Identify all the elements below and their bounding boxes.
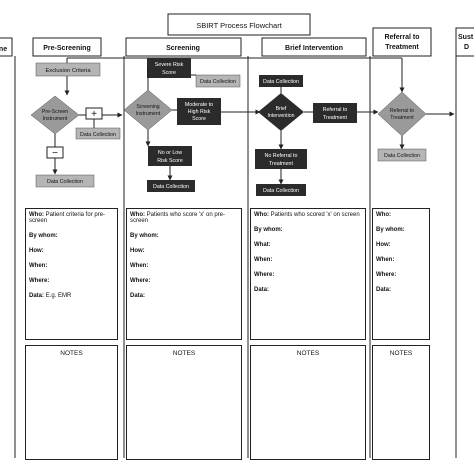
- notes-label: NOTES: [389, 350, 413, 357]
- no-referral-label-1: No Referral to: [265, 153, 298, 159]
- card-who: Who:: [376, 212, 391, 218]
- plus-symbol: +: [91, 109, 97, 120]
- info-card-pre-screening: Who: Patient criteria for pre-screen By …: [25, 208, 118, 340]
- notes-label: NOTES: [296, 350, 320, 357]
- screening-instrument-label-1: Screening: [136, 104, 159, 110]
- moderate-high-label-3: Score: [192, 116, 206, 122]
- moderate-high-label-1: Moderate to: [185, 102, 213, 108]
- notes-label: NOTES: [172, 350, 196, 357]
- header-left-partial: [0, 37, 13, 57]
- brief-intervention-label-2: Intervention: [267, 113, 294, 119]
- card-when: When:: [29, 263, 48, 269]
- header-brief-intervention: [261, 37, 367, 57]
- header-left-partial-label: ne: [0, 46, 7, 53]
- header-referral: [372, 27, 432, 57]
- card-data: Data:: [254, 287, 270, 293]
- brief-intervention-diamond: [258, 93, 304, 131]
- notes-box-brief-intervention: NOTES: [250, 345, 366, 460]
- pre-screen-instrument-label-2: Instrument: [43, 116, 68, 122]
- card-data: Data:: [376, 287, 392, 293]
- severe-risk-label-1: Severe Risk: [155, 62, 184, 68]
- info-card-screening: Who: Patients who score 'x' on pre-scree…: [126, 208, 242, 340]
- card-how: How:: [130, 248, 145, 254]
- notes-box-screening: NOTES: [126, 345, 242, 460]
- card-who: Who: Patient criteria for pre-screen: [29, 212, 106, 224]
- card-how: How:: [376, 242, 391, 248]
- no-referral-box: [255, 149, 307, 169]
- card-by-whom: By whom:: [254, 227, 283, 233]
- screening-instrument-label-2: Instrument: [136, 111, 161, 117]
- pre-screen-instrument-diamond: [30, 95, 80, 135]
- page-title: SBIRT Process Flowchart: [196, 21, 282, 30]
- severe-risk-box: [147, 58, 191, 78]
- header-screening-label: Screening: [166, 45, 200, 52]
- header-pre-screening: [32, 37, 102, 57]
- pre-screen-instrument-label-1: Pre-Screen: [42, 109, 68, 115]
- data-collection-brief-top-label: Data Collection: [263, 79, 299, 85]
- data-collection-screening-top: [195, 74, 241, 88]
- brief-intervention-label-1: Brief: [276, 106, 287, 112]
- referral-treatment-diamond-label-2: Treatment: [390, 115, 414, 121]
- card-how: What:: [254, 242, 271, 248]
- minus-symbol: −: [52, 148, 58, 159]
- card-data: Data: E.g. EMR: [29, 293, 72, 299]
- info-card-referral: Who: By whom: How: When: Where: Data:: [372, 208, 430, 340]
- card-data: Data:: [130, 293, 146, 299]
- exclusion-criteria-label: Exclusion Criteria: [45, 68, 91, 74]
- severe-risk-label-2: Score: [162, 70, 176, 76]
- data-collection-referral-label: Data Collection: [384, 153, 420, 159]
- data-collection-pre-minus: [35, 174, 95, 188]
- referral-treatment-diamond: [377, 91, 427, 137]
- card-where: Where:: [254, 272, 275, 278]
- header-referral-label-2: Treatment: [385, 44, 419, 51]
- referral-to-treatment-box: [313, 103, 357, 123]
- title-box: [167, 13, 311, 36]
- data-collection-pre-minus-label: Data Collection: [47, 179, 83, 185]
- card-when: When:: [254, 257, 273, 263]
- header-right-partial: [455, 27, 474, 57]
- card-when: When:: [376, 257, 395, 263]
- header-screening: [125, 37, 242, 57]
- moderate-high-label-2: High Risk: [188, 109, 211, 115]
- card-where: Where:: [29, 278, 50, 284]
- info-card-brief-intervention: Who: Patients who scored 'x' on screen B…: [250, 208, 366, 340]
- data-collection-brief-bottom: [256, 184, 306, 196]
- header-referral-label-1: Referral to: [384, 34, 419, 41]
- no-referral-label-2: Treatment: [269, 161, 293, 167]
- referral-to-treatment-box-label-1: Referral to: [323, 107, 348, 113]
- card-by-whom: By whom:: [29, 233, 58, 239]
- card-when: When:: [130, 263, 149, 269]
- referral-treatment-diamond-label-1: Referral to: [390, 108, 414, 114]
- no-low-risk-box: [148, 146, 192, 166]
- card-where: Where:: [376, 272, 397, 278]
- referral-to-treatment-box-label-2: Treatment: [323, 115, 347, 121]
- data-collection-screening-bottom-label: Data Collection: [153, 184, 189, 190]
- header-right-partial-label-1: Sust: [458, 34, 474, 41]
- notes-label: NOTES: [60, 350, 83, 357]
- moderate-high-risk-box: [177, 98, 221, 125]
- card-how: How:: [29, 248, 44, 254]
- exclusion-criteria-box: [35, 62, 101, 77]
- screening-instrument-diamond: [123, 89, 173, 131]
- header-brief-intervention-label: Brief Intervention: [285, 45, 343, 52]
- data-collection-pre-plus: [75, 127, 121, 140]
- notes-box-referral: NOTES: [372, 345, 430, 460]
- card-where: Where:: [130, 278, 151, 284]
- header-right-partial-label-2: D: [464, 44, 469, 51]
- data-collection-brief-bottom-label: Data Collection: [263, 188, 299, 194]
- card-by-whom: By whom:: [130, 233, 159, 239]
- data-collection-referral: [377, 148, 427, 162]
- card-who: Who: Patients who score 'x' on pre-scree…: [130, 212, 225, 224]
- no-low-risk-label-2: Risk Score: [157, 158, 183, 164]
- data-collection-screening-bottom: [147, 180, 195, 192]
- header-pre-screening-label: Pre-Screening: [43, 45, 90, 52]
- card-who: Who: Patients who scored 'x' on screen: [254, 212, 360, 218]
- no-low-risk-label-1: No or Low: [158, 150, 182, 156]
- notes-box-pre-screening: NOTES: [25, 345, 118, 460]
- data-collection-screening-top-label: Data Collection: [200, 79, 236, 85]
- card-by-whom: By whom:: [376, 227, 405, 233]
- data-collection-brief-top: [259, 75, 303, 87]
- data-collection-pre-plus-label: Data Collection: [80, 132, 116, 138]
